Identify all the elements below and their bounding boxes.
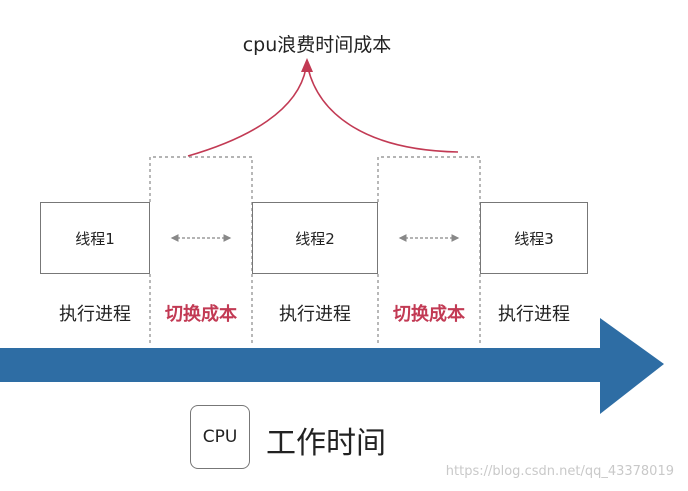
thread-box-2: 线程2 [252,202,378,274]
cpu-waste-title: cpu浪费时间成本 [242,34,392,56]
segment-label-switch-1: 切换成本 [165,304,237,325]
segment-label-exec-1: 执行进程 [59,304,131,325]
segment-label-exec-2: 执行进程 [279,304,351,325]
red-curve-right [307,67,459,153]
cpu-box: CPU [190,405,250,469]
red-arrowhead [301,58,313,72]
segment-label-switch-2: 切换成本 [393,304,465,325]
watermark: https://blog.csdn.net/qq_43378019 [445,464,674,479]
timeline-arrow [0,318,664,414]
segment-label-exec-3: 执行进程 [498,304,570,325]
thread-box-1: 线程1 [40,202,150,274]
work-time-label: 工作时间 [266,426,386,461]
red-curve-left [187,67,307,157]
thread-box-3: 线程3 [480,202,588,274]
